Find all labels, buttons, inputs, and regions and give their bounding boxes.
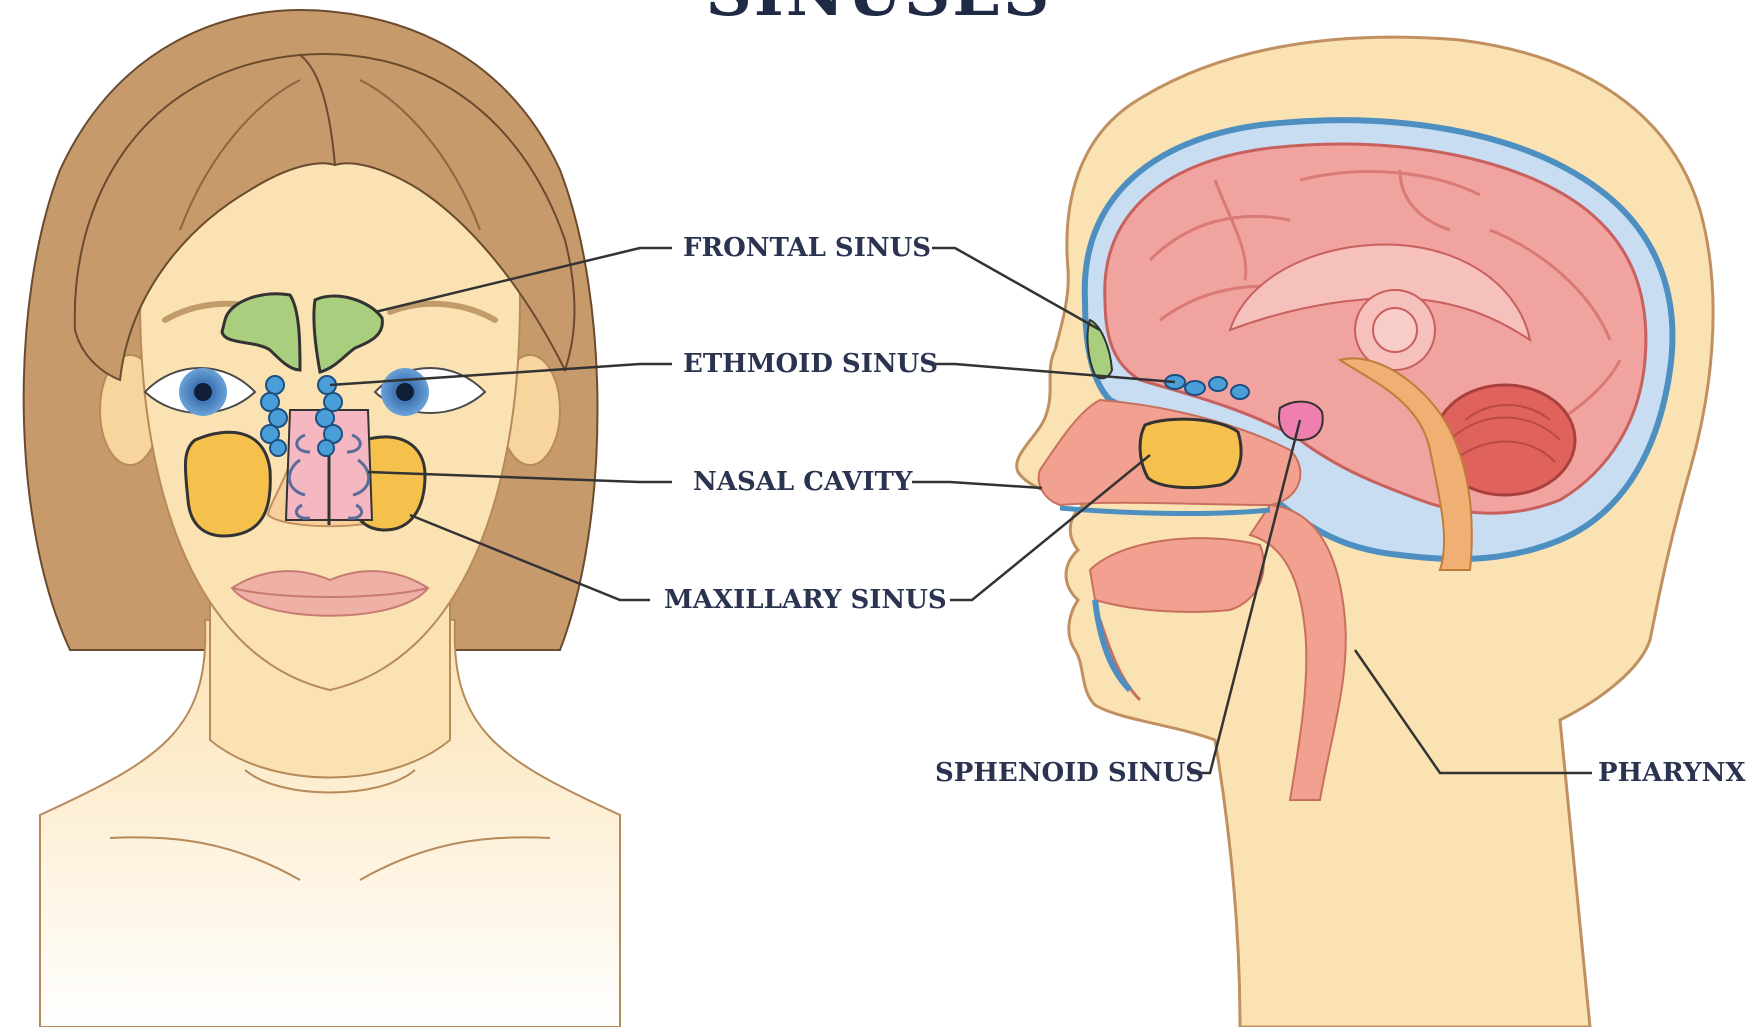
label-ethmoid-sinus: ETHMOID SINUS <box>683 349 938 379</box>
label-frontal-sinus: FRONTAL SINUS <box>683 233 931 263</box>
label-maxillary-sinus: MAXILLARY SINUS <box>664 585 947 615</box>
label-sphenoid-sinus: SPHENOID SINUS <box>935 758 1204 788</box>
maxillary-sinus-side <box>1140 419 1241 488</box>
front-face <box>24 10 620 1027</box>
leader-nasal-right <box>912 482 1042 488</box>
label-nasal-cavity: NASAL CAVITY <box>693 467 912 497</box>
label-pharynx: PHARYNX <box>1598 758 1746 788</box>
maxillary-sinus-left <box>185 432 270 536</box>
sagittal-head <box>1017 37 1713 1027</box>
